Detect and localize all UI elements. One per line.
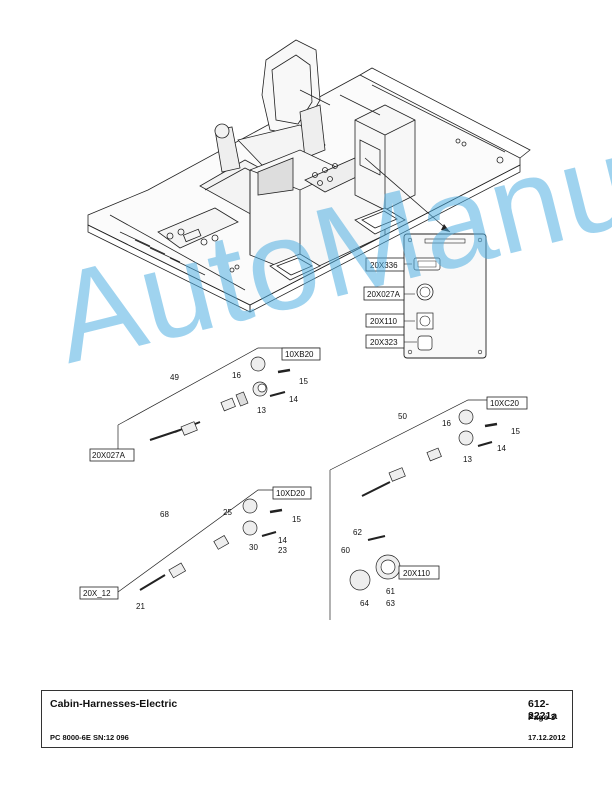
part-number-14: 14 [278, 536, 287, 545]
part-number-15: 15 [299, 377, 308, 386]
part-number-49: 49 [170, 373, 179, 382]
part-number-14: 14 [289, 395, 298, 404]
part-number-64: 64 [360, 599, 369, 608]
part-number-50: 50 [398, 412, 407, 421]
svg-text:20X_12: 20X_12 [83, 589, 111, 598]
drawing-title: Cabin-Harnesses-Electric [50, 698, 178, 710]
connector-label-20x110: 20X110 [365, 313, 405, 328]
harness-group-10xc20 [329, 399, 527, 620]
group-label-20x027a: 20X027A [89, 448, 135, 462]
connector-label-20x336: 20X336 [365, 257, 405, 272]
svg-text:10XC20: 10XC20 [490, 399, 519, 408]
svg-text:20X323: 20X323 [370, 338, 398, 347]
group-label-20x110: 20X110 [398, 565, 440, 580]
part-number-21: 21 [136, 602, 145, 611]
cabin-floor-illustration [87, 39, 531, 313]
svg-text:10XD20: 10XD20 [276, 489, 305, 498]
connector-label-20x323: 20X323 [365, 334, 405, 349]
part-number-30: 30 [249, 543, 258, 552]
part-number-13: 13 [463, 455, 472, 464]
part-number-16: 16 [232, 371, 241, 380]
group-label-10xc20: 10XC20 [486, 396, 528, 410]
document-number: 612-2221a [528, 698, 558, 722]
group-label-10xb20: 10XB20 [281, 347, 321, 361]
group-label-10xd20: 10XD20 [272, 486, 312, 500]
part-number-60: 60 [341, 546, 350, 555]
exploded-parts-drawing: 20X336 20X027A 20X110 20X323 10XB20 20X0… [79, 39, 531, 620]
part-number-15: 15 [511, 427, 520, 436]
svg-text:20X336: 20X336 [370, 261, 398, 270]
svg-text:20X027A: 20X027A [92, 451, 126, 460]
title-block: Cabin-Harnesses-Electric 612-2221a Page … [41, 690, 573, 748]
part-number-63: 63 [386, 599, 395, 608]
part-number-25: 25 [223, 508, 232, 517]
svg-text:20X027A: 20X027A [367, 290, 401, 299]
part-number-62: 62 [353, 528, 362, 537]
part-number-16: 16 [442, 419, 451, 428]
svg-text:20X110: 20X110 [403, 569, 431, 578]
part-number-23: 23 [278, 546, 287, 555]
svg-text:20X110: 20X110 [370, 317, 398, 326]
connector-panel-detail [403, 233, 487, 359]
svg-text:10XB20: 10XB20 [285, 350, 314, 359]
part-number-68: 68 [160, 510, 169, 519]
part-number-15: 15 [292, 515, 301, 524]
part-number-61: 61 [386, 587, 395, 596]
part-number-14: 14 [497, 444, 506, 453]
connector-label-20x027a: 20X027A [363, 286, 405, 301]
part-number-13: 13 [257, 406, 266, 415]
group-label-20x_12: 20X_12 [79, 586, 119, 600]
drawing-date: 17.12.2012 [528, 733, 566, 742]
page-number: Page 3 [528, 712, 556, 722]
machine-model: PC 8000-6E SN:12 096 [50, 733, 129, 742]
